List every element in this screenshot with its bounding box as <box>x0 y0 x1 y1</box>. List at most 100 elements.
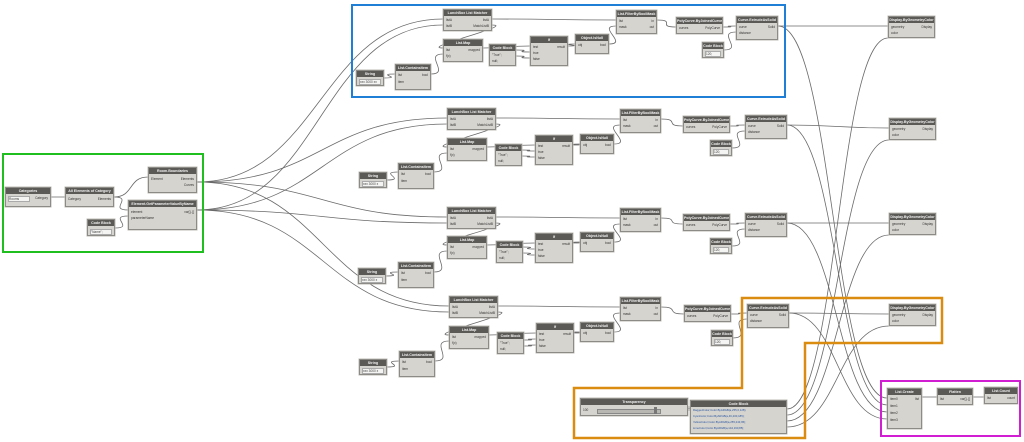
output-port[interactable]: Solid <box>778 313 786 317</box>
code-line[interactable]: LimeColor;Color.ByARGB(a,144,190,85); <box>693 426 744 430</box>
code-line[interactable]: RaggedColor;Color.ByARGB(a,255,0,128); <box>693 408 747 412</box>
input-port[interactable]: color <box>891 31 898 35</box>
connector-wire[interactable] <box>113 176 149 198</box>
categories-node[interactable]: Categories Rooms Category <box>5 187 51 207</box>
connector-wire[interactable] <box>196 24 444 211</box>
connector-wire[interactable] <box>495 216 621 219</box>
connector-wire[interactable] <box>383 73 396 79</box>
input-port[interactable]: distance <box>748 228 760 232</box>
output-port[interactable]: bool <box>421 73 428 77</box>
connector-wire[interactable] <box>433 152 448 173</box>
input-port[interactable]: list <box>623 306 627 310</box>
connector-wire[interactable] <box>729 222 746 225</box>
input-port[interactable]: curves <box>686 125 696 129</box>
code-text[interactable]: "Name"; <box>90 229 112 235</box>
input-port[interactable]: curves <box>687 314 697 318</box>
connector-wire[interactable] <box>497 305 621 308</box>
connector-wire[interactable] <box>443 123 500 148</box>
input-port[interactable]: mask <box>623 223 631 227</box>
output-port[interactable]: bool <box>424 172 431 176</box>
input-port[interactable]: item <box>401 278 408 282</box>
output-port[interactable]: bool <box>424 271 431 275</box>
input-port[interactable]: list <box>401 271 405 275</box>
output-port[interactable]: PolyCurve <box>713 314 728 318</box>
output-port[interactable]: out <box>653 124 658 128</box>
connector-wire[interactable] <box>660 306 685 315</box>
input-port[interactable]: f(x) <box>452 341 457 345</box>
output-port[interactable]: PolyCurve <box>705 26 720 30</box>
code-text[interactable]: null; <box>499 256 505 260</box>
input-port[interactable]: list <box>450 245 454 249</box>
input-port[interactable]: test <box>538 242 544 246</box>
input-port[interactable]: test <box>538 144 544 148</box>
code-text[interactable]: 120; <box>705 51 721 57</box>
code-block-node[interactable]: Code Block"True";null; <box>489 44 516 66</box>
connector-wire[interactable] <box>730 312 748 315</box>
color-code-block-node[interactable]: Code Block RaggedColor;Color.ByARGB(a,25… <box>690 400 787 434</box>
output-port[interactable]: listA <box>486 216 493 220</box>
output-port[interactable]: var[]..[] <box>960 397 970 401</box>
input-port[interactable]: false <box>538 254 545 258</box>
connector-wire[interactable] <box>386 171 399 181</box>
connector-wire[interactable] <box>434 340 450 362</box>
input-port[interactable]: color <box>892 133 899 137</box>
connector-wire[interactable] <box>723 31 737 51</box>
connector-wire[interactable] <box>521 149 536 152</box>
code-text[interactable]: null; <box>498 159 504 163</box>
output-port[interactable]: PolyCurve <box>712 125 727 129</box>
connector-wire[interactable] <box>523 344 537 347</box>
output-port[interactable]: listA <box>486 117 493 121</box>
input-port[interactable]: listA <box>452 305 459 309</box>
connector-wire[interactable] <box>613 124 621 145</box>
connector-wire[interactable] <box>732 318 748 339</box>
connector-wire[interactable] <box>722 25 737 28</box>
input-port[interactable]: obj <box>583 331 588 335</box>
input-port[interactable]: listB <box>450 123 457 127</box>
output-port[interactable]: mapped <box>468 48 480 52</box>
input-port[interactable]: geometry <box>891 25 905 29</box>
connector-wire[interactable] <box>196 117 448 183</box>
output-port[interactable]: PolyCurve <box>712 223 727 227</box>
output-port[interactable]: Category <box>35 196 48 200</box>
input-port[interactable]: test <box>533 45 539 49</box>
output-port[interactable]: Elements <box>180 177 194 181</box>
connector-wire[interactable] <box>433 250 448 273</box>
connector-wire[interactable] <box>572 143 581 146</box>
connector-wire[interactable] <box>196 181 448 218</box>
input-port[interactable]: list <box>987 396 991 400</box>
output-port[interactable]: Display <box>921 25 932 29</box>
connector-wire[interactable] <box>515 55 531 59</box>
input-port[interactable]: curve <box>748 124 756 128</box>
input-port[interactable]: curve <box>739 25 747 29</box>
connector-wire[interactable] <box>386 360 400 368</box>
output-port[interactable]: in <box>655 217 658 221</box>
input-port[interactable]: obj <box>583 143 588 147</box>
connector-wire[interactable] <box>786 37 889 410</box>
input-port[interactable]: list <box>619 19 623 23</box>
connector-wire[interactable] <box>572 241 581 244</box>
list-create-node[interactable]: List.Create item0 item1 item2 item3 list <box>887 388 922 429</box>
input-port[interactable]: obj <box>583 241 588 245</box>
input-port[interactable]: element <box>131 210 143 214</box>
output-port[interactable]: bool <box>604 143 611 147</box>
connector-wire[interactable] <box>786 325 890 428</box>
connector-wire[interactable] <box>196 209 450 313</box>
connector-wire[interactable] <box>439 24 496 49</box>
input-port[interactable]: curve <box>748 222 756 226</box>
input-port[interactable]: geometry <box>892 127 906 131</box>
input-port[interactable]: item <box>401 179 408 183</box>
